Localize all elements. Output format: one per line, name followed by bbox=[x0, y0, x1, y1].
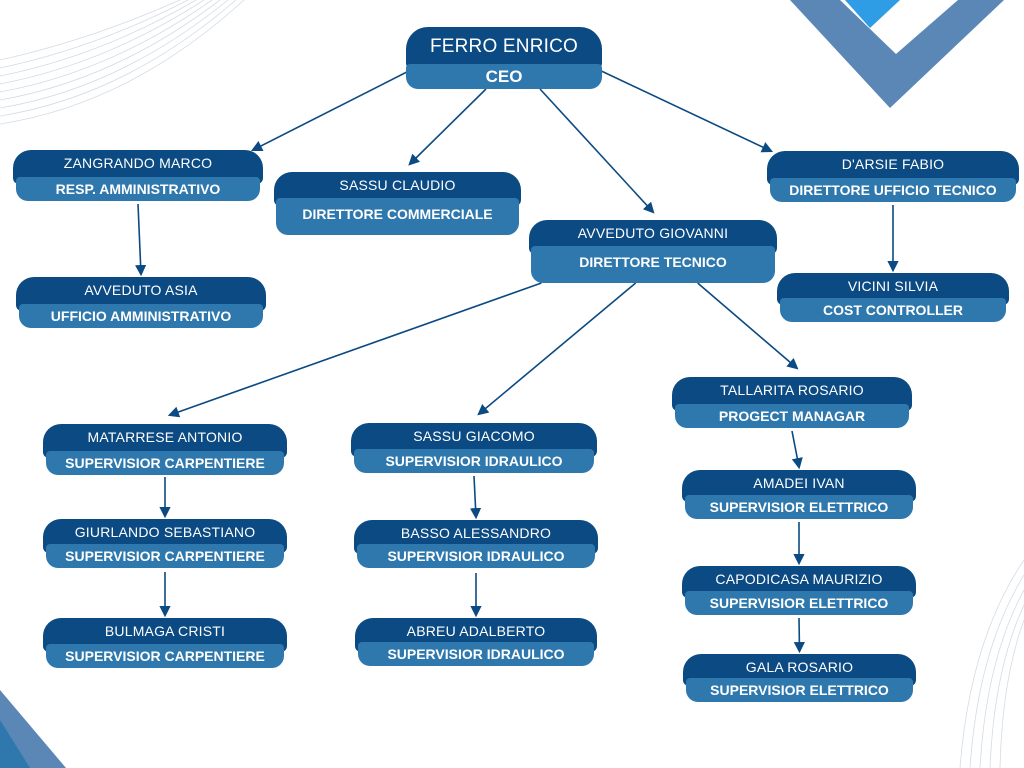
node-role: SUPERVISIOR IDRAULICO bbox=[358, 642, 594, 666]
node-vicini-silvia: VICINI SILVIA COST CONTROLLER bbox=[777, 273, 1009, 323]
arrow-ceo-to-avveduto_giovanni bbox=[539, 88, 655, 214]
arrow-ceo-to-zangrando bbox=[251, 69, 411, 152]
node-capodicasa-maurizio: CAPODICASA MAURIZIO SUPERVISIOR ELETTRIC… bbox=[682, 566, 916, 616]
node-ferro-enrico: FERRO ENRICO CEO bbox=[406, 27, 602, 89]
arrow-capodicasa-to-gala bbox=[793, 617, 805, 654]
node-avveduto-giovanni: AVVEDUTO GIOVANNI DIRETTORE TECNICO bbox=[529, 220, 777, 283]
node-zangrando-marco: ZANGRANDO MARCO RESP. AMMINISTRATIVO bbox=[13, 150, 263, 202]
node-role: COST CONTROLLER bbox=[780, 298, 1006, 322]
node-matarrese-antonio: MATARRESE ANTONIO SUPERVISIOR CARPENTIER… bbox=[43, 424, 287, 475]
node-giurlando-sebastiano: GIURLANDO SEBASTIANO SUPERVISIOR CARPENT… bbox=[43, 519, 287, 570]
node-role: SUPERVISIOR ELETTRICO bbox=[685, 495, 913, 519]
arrow-avveduto_giovanni-to-matarrese bbox=[167, 282, 542, 418]
top-left-wave-lines bbox=[0, 0, 245, 125]
arrow-sassu_giacomo-to-basso bbox=[469, 475, 482, 520]
node-role: SUPERVISIOR CARPENTIERE bbox=[46, 644, 284, 668]
node-bulmaga-cristi: BULMAGA CRISTI SUPERVISIOR CARPENTIERE bbox=[43, 618, 287, 669]
node-role: DIRETTORE UFFICIO TECNICO bbox=[770, 178, 1016, 202]
node-tallarita-rosario: TALLARITA ROSARIO PROGECT MANAGAR bbox=[672, 377, 912, 429]
top-right-chevron bbox=[790, 0, 1004, 108]
node-darsie-fabio: D'ARSIE FABIO DIRETTORE UFFICIO TECNICO bbox=[767, 151, 1019, 203]
bottom-right-wave-lines bbox=[959, 559, 1024, 768]
node-role: SUPERVISIOR CARPENTIERE bbox=[46, 451, 284, 475]
node-basso-alessandro: BASSO ALESSANDRO SUPERVISIOR IDRAULICO bbox=[354, 520, 598, 571]
arrow-avveduto_giovanni-to-sassu_giacomo bbox=[477, 282, 637, 416]
arrow-ceo-to-sassu_claudio bbox=[408, 88, 487, 166]
node-role: PROGECT MANAGAR bbox=[675, 404, 909, 428]
node-avveduto-asia: AVVEDUTO ASIA UFFICIO AMMINISTRATIVO bbox=[16, 277, 266, 329]
node-role: SUPERVISIOR IDRAULICO bbox=[354, 449, 594, 473]
node-sassu-giacomo: SASSU GIACOMO SUPERVISIOR IDRAULICO bbox=[351, 423, 597, 474]
node-abreu-adalberto: ABREU ADALBERTO SUPERVISIOR IDRAULICO bbox=[355, 618, 597, 669]
node-role: UFFICIO AMMINISTRATIVO bbox=[19, 304, 263, 328]
arrow-ceo-to-darsie bbox=[599, 69, 774, 153]
node-role: RESP. AMMINISTRATIVO bbox=[16, 177, 260, 201]
node-sassu-claudio: SASSU CLAUDIO DIRETTORE COMMERCIALE bbox=[274, 172, 521, 235]
arrow-zangrando-to-avveduto_asia bbox=[135, 203, 147, 277]
node-role: SUPERVISIOR ELETTRICO bbox=[685, 591, 913, 615]
node-role: SUPERVISIOR ELETTRICO bbox=[686, 678, 913, 702]
arrow-tallarita-to-amadei bbox=[791, 430, 803, 470]
arrow-avveduto_giovanni-to-tallarita bbox=[697, 282, 799, 370]
node-role: DIRETTORE COMMERCIALE bbox=[276, 198, 519, 235]
node-name: FERRO ENRICO bbox=[406, 27, 602, 69]
node-gala-rosario: GALA ROSARIO SUPERVISIOR ELETTRICO bbox=[683, 654, 916, 704]
node-role: CEO bbox=[406, 64, 602, 89]
node-role: DIRETTORE TECNICO bbox=[531, 246, 775, 283]
node-role: SUPERVISIOR CARPENTIERE bbox=[46, 544, 284, 568]
bottom-left-triangle bbox=[0, 690, 66, 768]
node-amadei-ivan: AMADEI IVAN SUPERVISIOR ELETTRICO bbox=[682, 470, 916, 520]
node-role: SUPERVISIOR IDRAULICO bbox=[357, 544, 595, 568]
